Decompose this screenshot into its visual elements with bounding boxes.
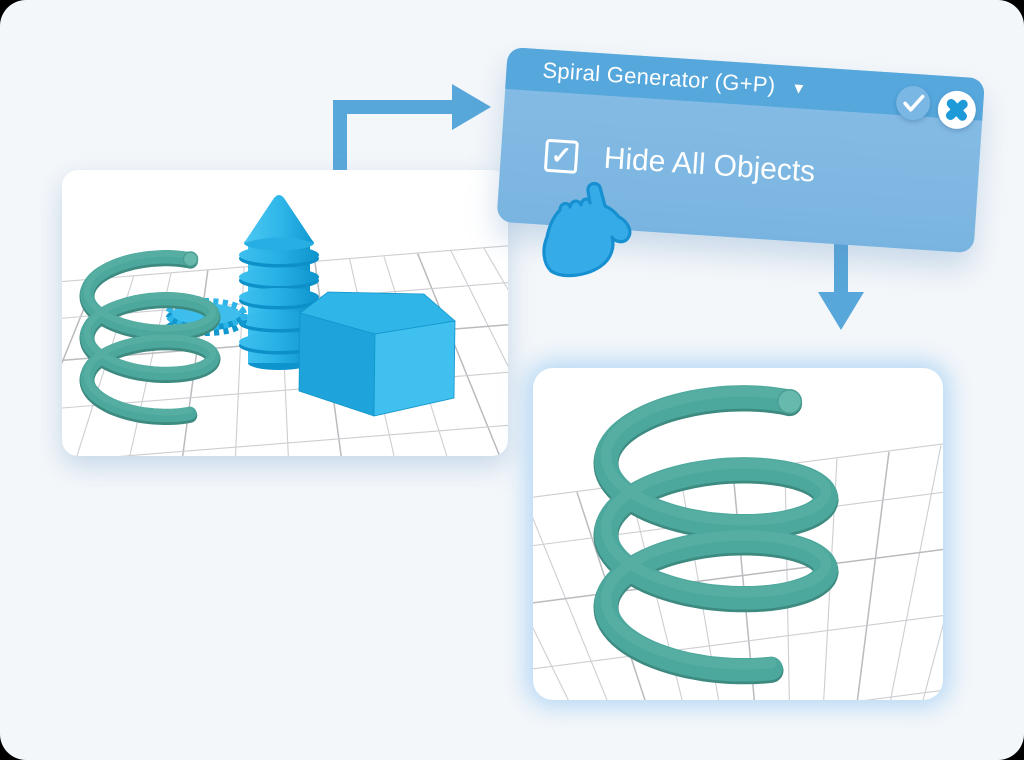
spiral-generator-dialog: Spiral Generator (G+P) ▼ ✓ Hide A	[496, 47, 985, 254]
close-button[interactable]	[936, 89, 978, 131]
checkmark-icon: ✓	[550, 141, 573, 171]
confirm-button[interactable]	[895, 84, 932, 122]
pentagon-box-object	[298, 291, 456, 417]
chevron-down-icon[interactable]: ▼	[790, 79, 807, 98]
dialog-title: Spiral Generator (G+P)	[541, 57, 777, 98]
coil-spring-object	[593, 385, 839, 685]
close-x-icon	[945, 98, 968, 121]
check-icon	[903, 94, 925, 112]
scene-before-card	[62, 170, 508, 456]
scene-after-card	[533, 368, 943, 700]
hide-all-objects-checkbox[interactable]: ✓	[543, 138, 579, 174]
dialog-header: Spiral Generator (G+P) ▼	[505, 47, 985, 131]
pointing-hand-cursor	[542, 181, 632, 278]
arrow-to-dialog-icon	[333, 84, 491, 176]
arrow-to-result-icon	[818, 228, 864, 330]
coil-spring-object	[79, 250, 221, 425]
screw-tower-object	[239, 195, 319, 370]
